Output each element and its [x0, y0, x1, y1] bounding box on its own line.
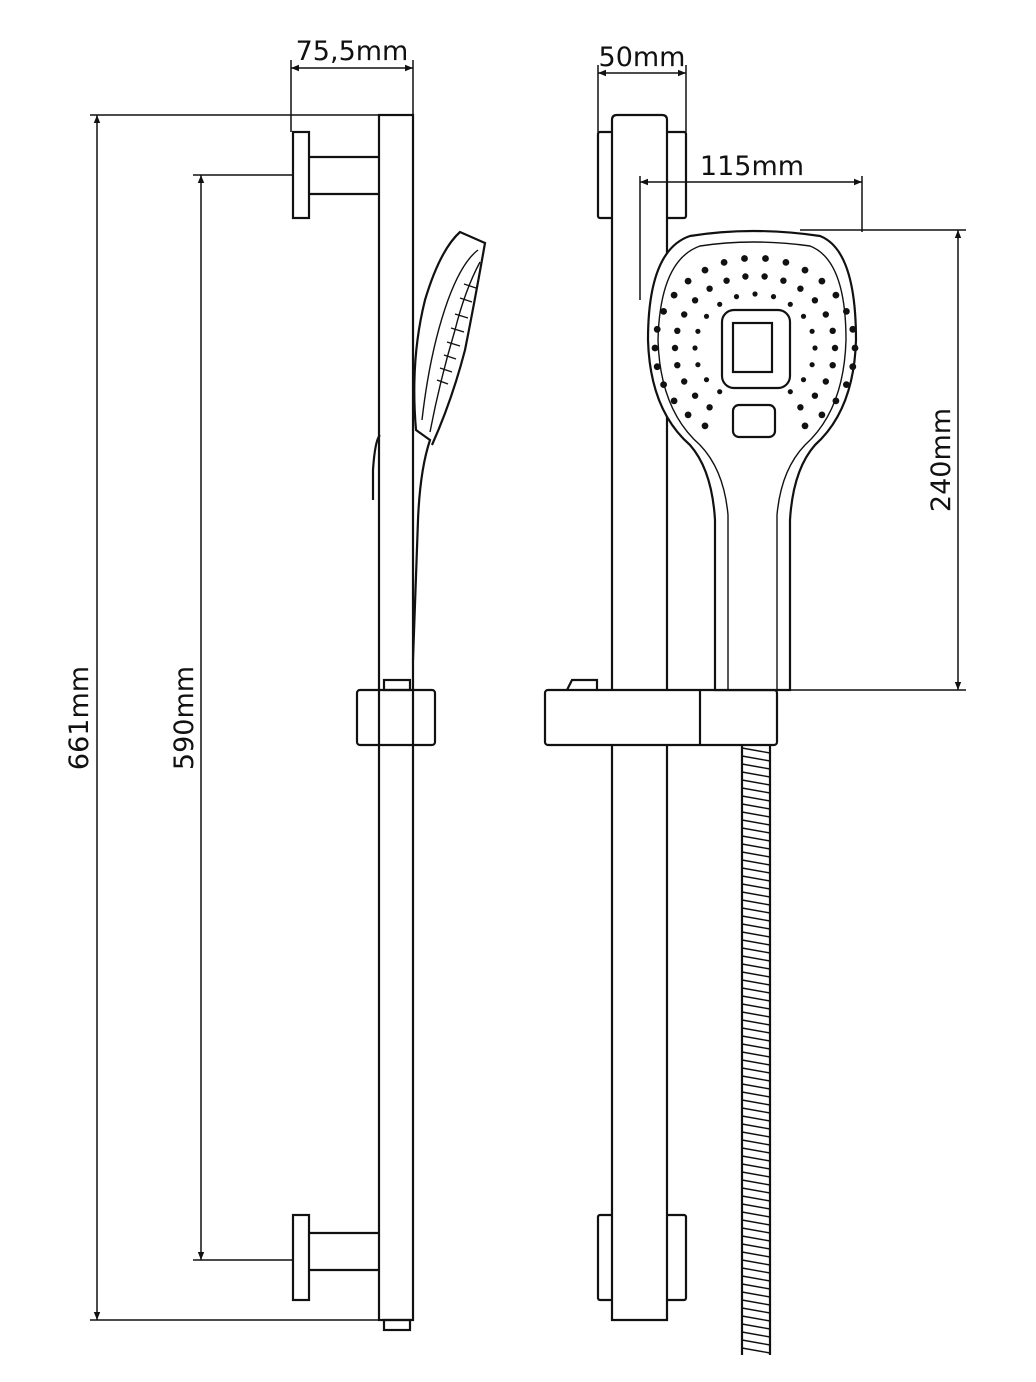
nozzle: [849, 325, 857, 333]
nozzle: [797, 404, 804, 411]
head-height-label: 240mm: [926, 408, 957, 512]
nozzle: [684, 277, 692, 285]
nozzle: [832, 397, 840, 405]
dimension-width-side: 75,5mm: [290, 36, 414, 132]
front-view: 50mm 115mm 240mm: [543, 42, 966, 1355]
nozzle: [787, 389, 793, 395]
nozzle: [742, 273, 749, 280]
dimension-bracket-spacing: 590mm: [169, 174, 293, 1261]
nozzle: [822, 378, 829, 385]
nozzle: [653, 325, 661, 333]
nozzle: [832, 291, 840, 299]
nozzle: [818, 411, 826, 419]
nozzle: [849, 363, 857, 371]
nozzle: [809, 328, 815, 334]
nozzle: [761, 273, 768, 280]
nozzle: [691, 297, 699, 304]
hose: [740, 745, 772, 1355]
top-bracket-side: [291, 130, 379, 220]
dimension-head-width: 115mm: [639, 151, 863, 300]
dimension-bracket-width: 50mm: [597, 42, 687, 132]
nozzle: [720, 259, 728, 266]
bottom-bracket-side: [291, 1213, 379, 1302]
nozzle: [692, 345, 698, 351]
nozzle: [831, 344, 839, 352]
nozzle: [733, 294, 740, 300]
nozzle: [843, 381, 850, 388]
nozzle: [843, 308, 850, 315]
slider-side: [355, 678, 437, 747]
rail-side: [377, 113, 415, 1322]
nozzle: [651, 344, 659, 352]
nozzle: [812, 345, 818, 351]
nozzle: [691, 392, 699, 399]
nozzle: [660, 308, 667, 315]
spray-mode-button: [731, 403, 777, 439]
nozzle: [800, 313, 807, 319]
side-view: 75,5mm 661mm 590mm: [64, 36, 487, 1332]
nozzle: [797, 285, 804, 292]
nozzle: [703, 313, 710, 319]
nozzle: [701, 266, 709, 274]
total-height-label: 661mm: [64, 666, 95, 770]
nozzle: [674, 327, 681, 334]
nozzle: [818, 277, 826, 285]
nozzle: [800, 377, 807, 383]
nozzle: [695, 328, 701, 334]
head-width-label: 115mm: [700, 151, 804, 182]
nozzle: [780, 277, 787, 284]
nozzle: [741, 255, 748, 262]
nozzle: [801, 266, 809, 274]
nozzle: [695, 362, 701, 368]
nozzle: [762, 255, 769, 262]
nozzle: [851, 344, 859, 352]
nozzle: [829, 362, 836, 369]
nozzle: [829, 327, 836, 334]
nozzle: [706, 404, 713, 411]
nozzle: [660, 381, 667, 388]
nozzle: [782, 259, 790, 266]
handset-front: [646, 229, 859, 692]
nozzle: [822, 311, 829, 318]
nozzle: [681, 311, 688, 318]
nozzle: [681, 378, 688, 385]
nozzle: [752, 291, 758, 297]
nozzle: [809, 362, 815, 368]
width-label-75-5mm: 75,5mm: [296, 36, 409, 67]
handset-side: [371, 230, 487, 661]
nozzle: [684, 411, 692, 419]
nozzle: [670, 291, 678, 299]
nozzle: [770, 294, 777, 300]
nozzle: [670, 397, 678, 405]
nozzle: [787, 301, 793, 307]
nozzle: [653, 363, 661, 371]
bracket-spacing-label: 590mm: [169, 666, 200, 770]
nozzle: [801, 422, 809, 430]
nozzle: [811, 392, 819, 399]
dimension-total-height: 661mm: [64, 114, 379, 1321]
nozzle: [703, 377, 710, 383]
slider-front: [543, 678, 779, 747]
rail-end-cap: [382, 1318, 412, 1332]
nozzle: [674, 362, 681, 369]
nozzle: [701, 422, 709, 430]
nozzle: [811, 297, 819, 304]
nozzle: [671, 344, 679, 352]
nozzle: [723, 277, 730, 284]
nozzle: [706, 285, 713, 292]
nozzle: [717, 301, 723, 307]
bracket-width-label: 50mm: [599, 42, 686, 73]
spray-nozzles: [651, 255, 859, 430]
dimension-head-height: 240mm: [777, 229, 966, 691]
nozzle: [717, 389, 723, 395]
